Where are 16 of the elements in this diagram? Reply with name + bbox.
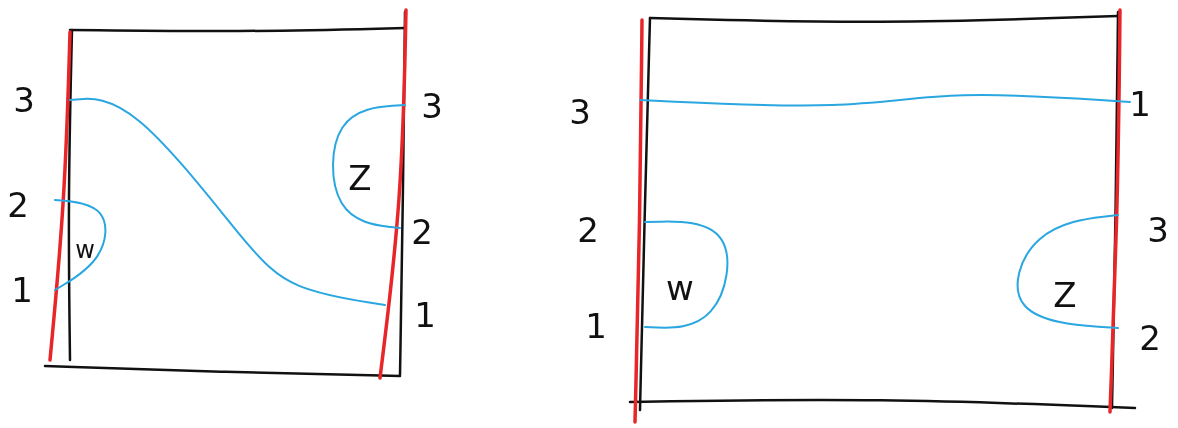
point-label: 3 [421,89,443,123]
point-label: 2 [1139,321,1161,355]
point-label: 3 [13,83,35,117]
point-label: 3 [569,95,591,129]
point-label: 1 [414,298,436,332]
point-label: Z [348,161,372,195]
point-label: 2 [411,215,433,249]
point-label: 3 [1147,213,1169,247]
point-label: w [75,238,95,262]
point-label: 1 [1129,87,1151,121]
point-label: 2 [577,213,599,247]
point-label: Z [1053,278,1077,312]
point-label: w [666,271,694,305]
point-label: 1 [11,273,33,307]
point-label: 2 [7,188,29,222]
point-label: 1 [585,309,607,343]
